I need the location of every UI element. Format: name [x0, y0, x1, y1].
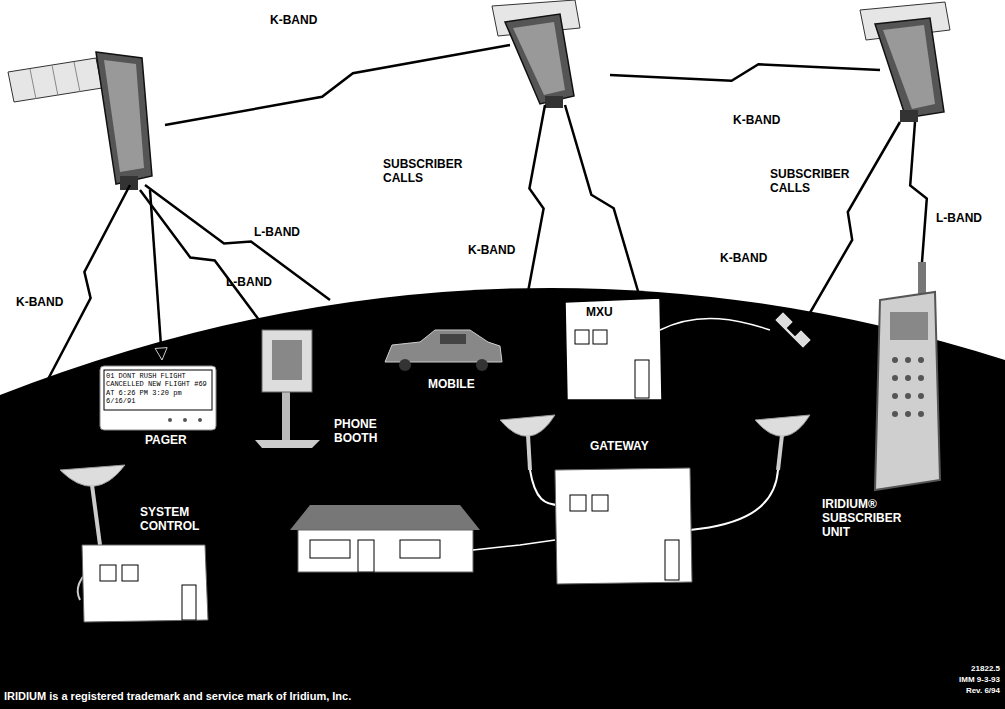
radio-link	[140, 190, 265, 328]
device-label: MXU	[586, 306, 613, 320]
car	[385, 330, 502, 371]
pager	[100, 366, 216, 430]
arrow-head	[155, 348, 167, 360]
device-label: PHONE BOOTH	[334, 418, 377, 446]
radio-link	[145, 185, 330, 300]
revision-note: Rev. 6/94	[966, 686, 1000, 695]
earth-ground	[0, 288, 1005, 709]
phone-booth	[255, 330, 320, 448]
house	[290, 505, 555, 572]
band-label: K-BAND	[720, 252, 767, 266]
station-label: SYSTEM CONTROL	[140, 506, 199, 534]
band-label: K-BAND	[270, 14, 317, 28]
radio-link	[610, 64, 880, 80]
subscriber-handset	[875, 262, 940, 490]
radio-links	[45, 45, 927, 385]
band-label: L-BAND	[226, 276, 272, 290]
radio-link	[565, 105, 640, 298]
pager-screen-text: 01 DONT RUSH FLIGHT CANCELLED NEW FLIGHT…	[106, 372, 210, 406]
link-label: SUBSCRIBER CALLS	[770, 168, 849, 196]
band-label: K-BAND	[468, 244, 515, 258]
figure-number: IMM 9-3-93	[959, 675, 1000, 684]
radio-link	[528, 105, 545, 292]
gateway-station	[500, 415, 810, 584]
radio-link	[910, 122, 927, 262]
device-label: PAGER	[145, 434, 187, 448]
figure-number: 21822.5	[971, 664, 1000, 673]
band-label: K-BAND	[16, 296, 63, 310]
system-control-station	[60, 465, 208, 622]
station-label: GATEWAY	[590, 440, 649, 454]
device-label: MOBILE	[428, 378, 475, 392]
radio-link	[165, 45, 510, 125]
band-label: L-BAND	[936, 212, 982, 226]
satellite	[8, 52, 152, 190]
radio-link	[45, 185, 130, 385]
mxu-building	[565, 298, 811, 400]
device-label: IRIDIUM® SUBSCRIBER UNIT	[822, 498, 901, 539]
link-label: SUBSCRIBER CALLS	[383, 158, 462, 186]
trademark-note: IRIDIUM is a registered trademark and se…	[4, 690, 351, 703]
satellite	[860, 2, 950, 122]
band-label: K-BAND	[733, 114, 780, 128]
satellite	[492, 0, 580, 108]
band-label: L-BAND	[254, 226, 300, 240]
